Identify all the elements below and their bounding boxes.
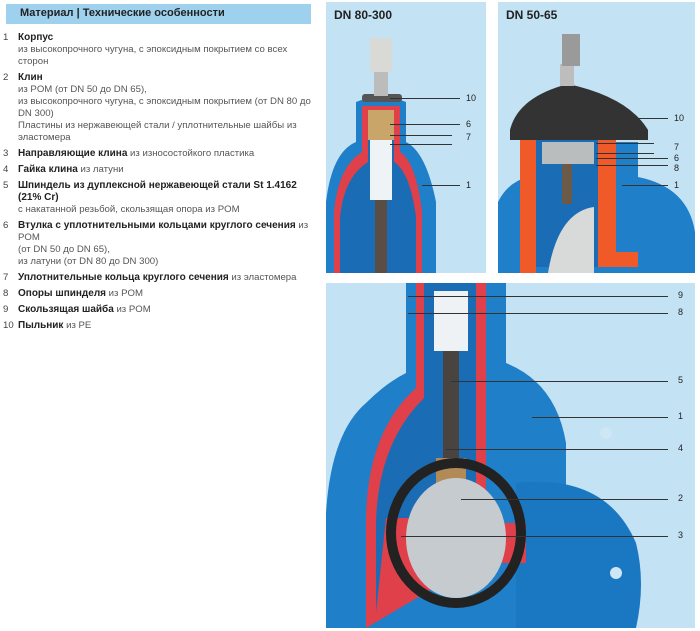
callout-line	[446, 449, 668, 450]
callout-label: 7	[674, 142, 680, 152]
list-item: 4 Гайка клина из латуни	[0, 164, 320, 176]
callout-label: 4	[678, 443, 684, 453]
callout-line	[596, 118, 668, 119]
item-number: 8	[3, 288, 9, 299]
callout-line	[390, 124, 460, 125]
callout-line	[390, 98, 460, 99]
callout-label: 6	[674, 153, 680, 163]
callout-label: 7	[466, 132, 472, 142]
item-desc: с накатанной резьбой, скользящая опора и…	[18, 204, 240, 215]
list-item: 8 Опоры шпинделя из POM	[0, 288, 320, 300]
callout-line	[596, 165, 668, 166]
item-number: 5	[3, 180, 9, 191]
callout-label: 5	[678, 375, 684, 385]
callout-line	[390, 135, 452, 136]
item-desc: из высокопрочного чугуна, с эпоксидным п…	[18, 44, 288, 67]
valve-cutaway-main-illustration	[326, 283, 641, 628]
item-desc: из эластомера	[228, 272, 297, 283]
callout-line	[596, 143, 654, 144]
item-name: Шпиндель из дуплексной нержавеющей стали…	[18, 180, 297, 203]
item-desc: из высокопрочного чугуна, с эпоксидным п…	[18, 96, 311, 119]
panel-dn80-300: DN 80-300 10 6 7 1	[326, 2, 486, 273]
item-desc: из латуни (от DN 80 до DN 300)	[18, 256, 159, 267]
callout-line	[422, 185, 460, 186]
callout-line	[622, 185, 668, 186]
item-desc: из POM (от DN 50 до DN 65),	[18, 84, 147, 95]
callout-label: 8	[674, 163, 680, 173]
item-number: 6	[3, 220, 9, 231]
panel-main-cutaway: 9 8 5 1 4 2 3	[326, 283, 695, 628]
item-desc: из PE	[63, 320, 92, 331]
item-number: 2	[3, 72, 9, 83]
callout-line	[451, 381, 668, 382]
callout-line	[461, 499, 668, 500]
callout-line	[401, 536, 668, 537]
item-desc: Пластины из нержавеющей стали / уплотнит…	[18, 120, 297, 143]
list-item: 5 Шпиндель из дуплексной нержавеющей стал…	[0, 180, 320, 216]
callout-line	[596, 158, 668, 159]
item-number: 4	[3, 164, 9, 175]
callout-label: 1	[678, 411, 684, 421]
item-number: 9	[3, 304, 9, 315]
callout-line	[390, 144, 452, 145]
item-name: Опоры шпинделя	[18, 288, 107, 299]
item-name: Гайка клина	[18, 164, 78, 175]
list-item: 6 Втулка с уплотнительными кольцами кругл…	[0, 220, 320, 268]
item-number: 1	[3, 32, 9, 43]
item-desc: из POM	[106, 288, 143, 299]
callout-label: 8	[678, 307, 684, 317]
callout-label: 1	[466, 180, 472, 190]
callout-line	[596, 153, 654, 154]
item-desc: из POM	[113, 304, 151, 315]
list-item: 10 Пыльник из PE	[0, 320, 320, 332]
item-name: Втулка с уплотнительными кольцами кругло…	[18, 220, 296, 231]
panel-title: DN 50-65	[506, 8, 558, 22]
callout-label: 1	[674, 180, 680, 190]
item-desc: из латуни	[77, 164, 124, 175]
section-title: Материал | Технические особенности	[20, 7, 225, 19]
panel-dn50-65: DN 50-65 10 7 6 8 1	[498, 2, 695, 273]
item-name: Пыльник	[18, 320, 64, 331]
callout-label: 3	[678, 530, 684, 540]
callout-label: 10	[674, 113, 685, 123]
item-name: Клин	[18, 72, 43, 83]
valve-cutaway-dn80-illustration	[326, 38, 436, 273]
callout-line	[532, 417, 668, 418]
item-number: 7	[3, 272, 9, 283]
list-item: 3 Направляющие клина из износостойкого пл…	[0, 148, 320, 160]
section-header: Материал | Технические особенности	[6, 4, 311, 24]
item-number: 3	[3, 148, 9, 159]
callout-line	[408, 313, 668, 314]
item-name: Уплотнительные кольца круглого сечения	[18, 272, 229, 283]
item-name: Скользящая шайба	[18, 304, 114, 315]
list-item: 9 Скользящая шайба из POM	[0, 304, 320, 316]
callout-label: 6	[466, 119, 472, 129]
callout-line	[408, 296, 668, 297]
callout-label: 9	[678, 290, 684, 300]
valve-cutaway-dn50-illustration	[498, 34, 695, 273]
item-name: Корпус	[18, 32, 54, 43]
item-desc: (от DN 50 до DN 65),	[18, 244, 110, 255]
callout-label: 10	[466, 93, 477, 103]
item-desc: из POM	[18, 220, 309, 243]
callout-label: 2	[678, 493, 684, 503]
item-number: 10	[3, 320, 14, 331]
item-desc: из износостойкого пластика	[127, 148, 255, 159]
item-name: Направляющие клина	[18, 148, 128, 159]
panel-title: DN 80-300	[334, 8, 393, 22]
